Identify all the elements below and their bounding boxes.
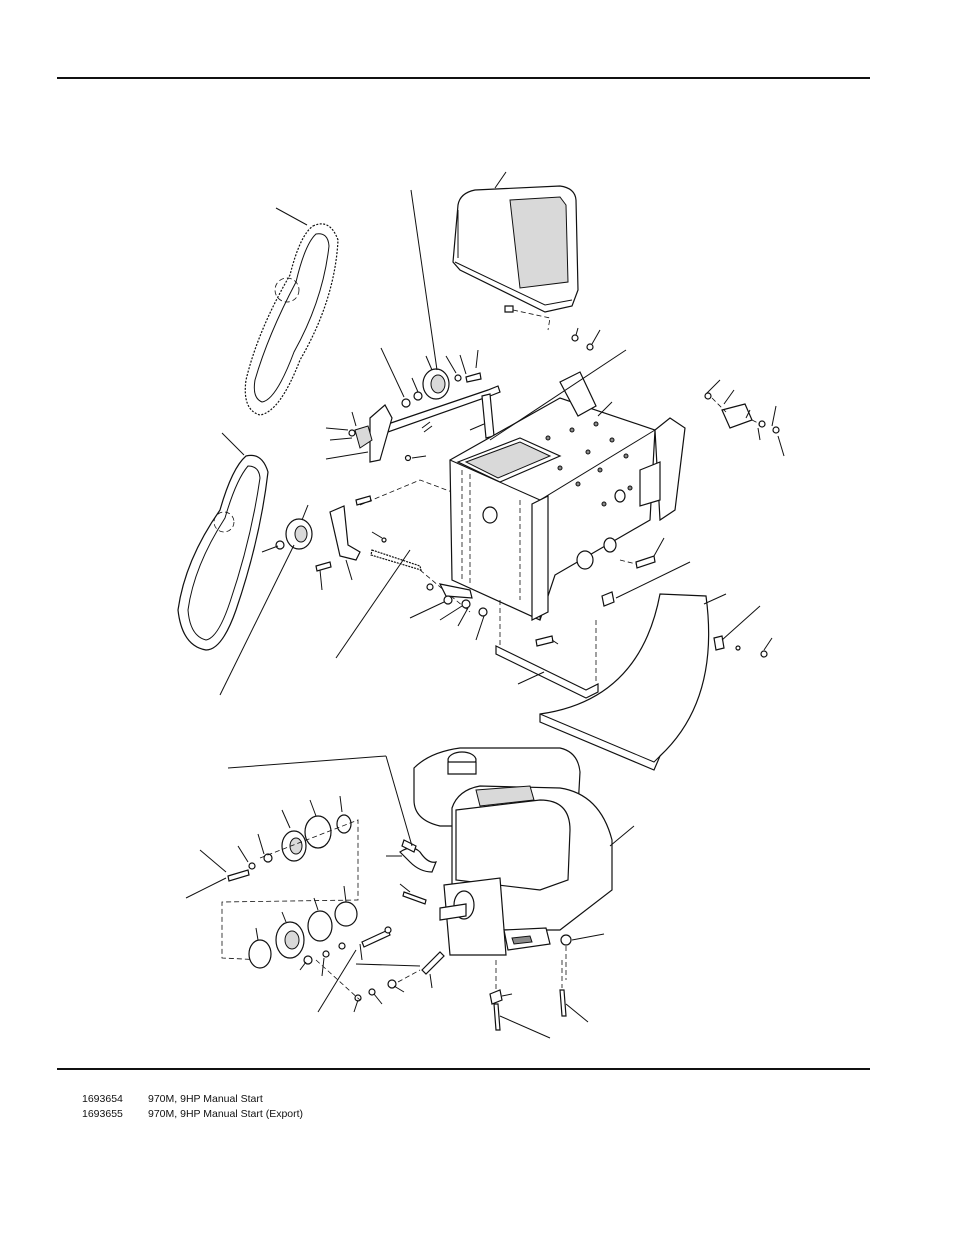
support-bar [496,600,598,698]
spring-hardware [410,584,487,640]
cog-belt [245,208,338,415]
side-bracket [705,390,784,456]
lower-idler-assembly [220,480,500,695]
bottom-plate [540,594,772,770]
belt-cover [453,172,578,312]
engine [414,748,634,980]
model-part-number: 1693655 [82,1108,123,1120]
engine-mount-hardware [490,960,588,1038]
model-description: 970M, 9HP Manual Start [148,1093,263,1105]
model-list: 1693654 970M, 9HP Manual Start 1693655 9… [82,1092,303,1122]
header-rule [57,77,870,79]
belt-keeper [228,756,436,904]
model-part-number: 1693654 [82,1093,123,1105]
model-row: 1693654 970M, 9HP Manual Start [82,1092,303,1107]
lower-pulley-stack [249,886,444,1012]
footer-rule [57,1068,870,1070]
v-belt [178,433,268,650]
model-row: 1693655 970M, 9HP Manual Start (Export) [82,1107,303,1122]
idler-pulley-assembly [326,190,500,462]
frame-chassis [450,350,720,620]
upper-pulley-stack [186,796,358,960]
model-description: 970M, 9HP Manual Start (Export) [148,1108,304,1120]
frame-bolts [602,538,690,606]
cover-hardware [505,306,600,350]
